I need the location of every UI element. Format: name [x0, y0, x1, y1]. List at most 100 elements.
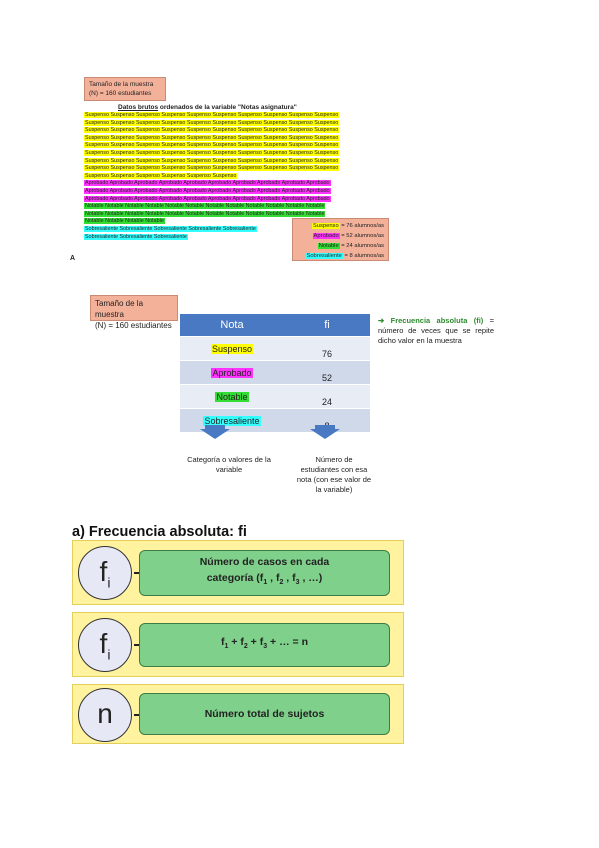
fi-circle: fi: [78, 546, 132, 600]
arrow-down-right-stem: [315, 425, 335, 429]
raw-data-line-text: Suspenso Suspenso Suspenso Suspenso Susp…: [84, 165, 340, 172]
raw-data-line-text: Suspenso Suspenso Suspenso Suspenso Susp…: [84, 112, 340, 118]
raw-data-line-text: Suspenso Suspenso Suspenso Suspenso Susp…: [84, 172, 238, 179]
total-text: Número total de sujetos: [204, 708, 325, 720]
nota-label: Sobresaliente: [203, 415, 261, 426]
circle-subscript: i: [107, 574, 111, 591]
raw-data-line: Suspenso Suspenso Suspenso Suspenso Susp…: [84, 127, 344, 135]
raw-data-line: Suspenso Suspenso Suspenso Suspenso Susp…: [84, 172, 344, 181]
legend-label: Suspenso: [311, 223, 340, 229]
nota-label: Suspenso: [210, 343, 254, 354]
raw-data-title-underlined: Datos brutos: [118, 104, 159, 111]
raw-data-line: Aprobado Aprobado Aprobado Aprobado Apro…: [84, 180, 344, 188]
raw-data-line: Suspenso Suspenso Suspenso Suspenso Susp…: [84, 134, 344, 143]
raw-data-line-text: Suspenso Suspenso Suspenso Suspenso Susp…: [84, 142, 340, 149]
header-fi: fi: [284, 314, 370, 337]
legend-count: = 24 alumnos/as: [339, 243, 384, 249]
total-box: Número total de sujetos: [139, 693, 390, 735]
raw-data-line-text: Suspenso Suspenso Suspenso Suspenso Susp…: [84, 149, 340, 156]
figure-reference: A: [70, 255, 76, 262]
section-title: a) Frecuencia absoluta: fi: [72, 524, 247, 540]
raw-data-line-text: Suspenso Suspenso Suspenso Suspenso Susp…: [84, 157, 340, 164]
arrow-down-right-icon: [310, 429, 340, 439]
raw-data-line: Suspenso Suspenso Suspenso Suspenso Susp…: [84, 142, 344, 150]
sample-size-line2: (N) = 160 estudiantes: [95, 321, 172, 330]
cell-nota: Sobresaliente: [180, 408, 284, 432]
legend-item: Aprobado = 52 alumnos/as: [297, 231, 384, 241]
legend-count: = 76 alumnos/as: [339, 223, 384, 229]
table-header-row: Nota fi: [180, 314, 370, 337]
circle-symbol: n: [97, 698, 113, 729]
arrow-down-left-icon: [200, 429, 230, 439]
raw-data-line-text: Aprobado Aprobado Aprobado Aprobado Apro…: [84, 180, 331, 187]
sum-box: f1 + f2 + f3 + … = n: [139, 623, 390, 667]
definition-line1: Número de casos en cada: [199, 556, 330, 569]
raw-data-line: Notable Notable Notable Notable Notable …: [84, 203, 344, 211]
raw-data-line-text: Suspenso Suspenso Suspenso Suspenso Susp…: [84, 127, 340, 134]
note-heading: ➔ Frecuencia absoluta (fi): [378, 316, 484, 325]
header-nota: Nota: [180, 314, 284, 337]
raw-data-line-text: Notable Notable Notable Notable Notable …: [84, 203, 326, 210]
legend-item: Sobresaliente = 8 alumnos/as: [297, 251, 384, 261]
legend-label: Sobresaliente: [305, 253, 343, 259]
table-row: Suspenso 76: [180, 336, 370, 361]
legend-item: Suspenso = 76 alumnos/as: [297, 221, 384, 231]
raw-data-line: Suspenso Suspenso Suspenso Suspenso Susp…: [84, 149, 344, 158]
circle-subscript: i: [107, 646, 111, 663]
raw-data-title: Datos brutos ordenados de la variable "N…: [118, 104, 297, 111]
cell-fi: 24: [284, 384, 370, 409]
raw-data-line: Sobresaliente Sobresaliente Sobresalient…: [84, 233, 344, 242]
panel-fi-sum: fi f1 + f2 + f3 + … = n: [72, 612, 404, 677]
cell-nota: Aprobado: [180, 360, 284, 385]
raw-data-line: Aprobado Aprobado Aprobado Aprobado Apro…: [84, 195, 344, 204]
raw-data-line-text: Notable Notable Notable Notable Notable …: [84, 210, 326, 217]
table-row: Aprobado 52: [180, 360, 370, 385]
nota-label: Notable: [215, 391, 249, 402]
cell-fi: 8: [284, 408, 370, 432]
raw-data-line-text: Sobresaliente Sobresaliente Sobresalient…: [84, 225, 257, 232]
definition-box: Número de casos en cada categoría (f1 , …: [139, 550, 390, 596]
raw-data-line: Notable Notable Notable Notable: [84, 218, 344, 226]
raw-data-line: Suspenso Suspenso Suspenso Suspenso Susp…: [84, 165, 344, 173]
note-body: = número de veces que se repite dicho va…: [378, 316, 494, 345]
cell-fi: 52: [284, 360, 370, 385]
n-circle: n: [78, 688, 132, 742]
raw-data-line: Notable Notable Notable Notable Notable …: [84, 210, 344, 219]
raw-data-line-text: Aprobado Aprobado Aprobado Aprobado Apro…: [84, 195, 331, 202]
sum-formula: f1 + f2 + f3 + … = n: [220, 636, 308, 651]
raw-data-line-text: Suspenso Suspenso Suspenso Suspenso Susp…: [84, 134, 340, 141]
raw-data-line: Suspenso Suspenso Suspenso Suspenso Susp…: [84, 119, 344, 128]
arrow-down-left-stem: [205, 425, 225, 429]
raw-data-line: Suspenso Suspenso Suspenso Suspenso Susp…: [84, 112, 344, 120]
caption-categories: Categoría o valores de la variable: [187, 455, 271, 474]
cell-nota: Notable: [180, 384, 284, 409]
raw-data-title-rest: ordenados de la variable "Notas asignatu…: [158, 104, 297, 111]
raw-data-line: Sobresaliente Sobresaliente Sobresalient…: [84, 225, 344, 234]
legend-count: = 8 alumnos/as: [342, 253, 384, 259]
sample-size-line1: Tamaño de la muestra: [89, 81, 154, 88]
raw-data-line: Suspenso Suspenso Suspenso Suspenso Susp…: [84, 157, 344, 166]
cell-nota: Suspenso: [180, 336, 284, 361]
circle-symbol: f: [99, 628, 108, 659]
sample-size-line2: (N) = 160 estudiantes: [89, 90, 152, 97]
raw-data-line-text: Sobresaliente Sobresaliente Sobresalient…: [84, 233, 188, 240]
fi-circle: fi: [78, 618, 132, 672]
panel-fi-definition: fi Número de casos en cada categoría (f1…: [72, 540, 404, 605]
cell-fi: 76: [284, 336, 370, 361]
sample-size-box-middle: Tamaño de la muestra (N) = 160 estudiant…: [90, 295, 178, 330]
caption-counts: Número de estudiantes con esa nota (con …: [296, 455, 372, 494]
raw-data-line-text: Notable Notable Notable Notable: [84, 218, 165, 225]
legend-label: Notable: [317, 243, 340, 249]
definition-line2: categoría (f1 , f2 , f3 , …): [206, 572, 323, 587]
nota-label: Aprobado: [211, 367, 253, 378]
table-row: Notable 24: [180, 384, 370, 409]
frequency-definition-note: ➔ Frecuencia absoluta (fi) = número de v…: [378, 316, 494, 346]
legend-label: Aprobado: [312, 233, 340, 239]
sample-size-line1: Tamaño de la muestra: [95, 299, 144, 319]
raw-data-list: Suspenso Suspenso Suspenso Suspenso Susp…: [84, 112, 344, 241]
raw-data-line-text: Aprobado Aprobado Aprobado Aprobado Apro…: [84, 187, 331, 194]
legend-count: = 52 alumnos/as: [339, 233, 384, 239]
panel-n-total: n Número total de sujetos: [72, 684, 404, 744]
